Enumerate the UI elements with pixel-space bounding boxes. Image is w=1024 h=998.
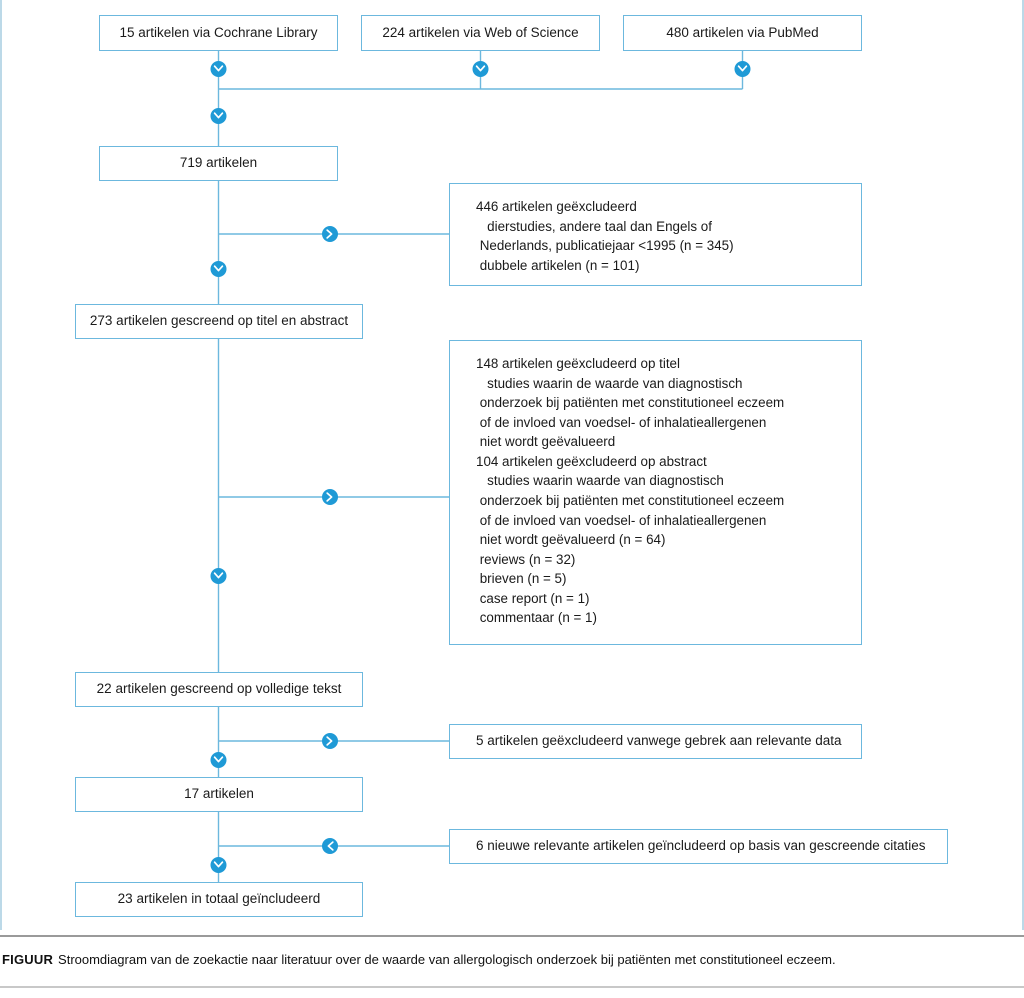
page-edge-rule-left [0, 0, 2, 930]
node-screened-title-abstract-label: 273 artikelen gescreend op titel en abst… [89, 313, 349, 329]
node-final-included: 23 artikelen in totaal geïncludeerd [75, 882, 363, 917]
marker-down-to-after [210, 752, 227, 768]
node-source-cochrane-label: 15 artikelen via Cochrane Library [119, 24, 318, 40]
node-exclusion-first-label: 446 artikelen geëxcludeerd dierstudies, … [476, 199, 734, 273]
marker-left-citations [322, 838, 338, 854]
caption-text: Stroomdiagram van de zoekactie naar lite… [58, 952, 836, 967]
marker-down-wos [472, 61, 489, 77]
node-source-pubmed: 480 artikelen via PubMed [623, 15, 862, 51]
node-screened-title-abstract: 273 artikelen gescreend op titel en abst… [75, 304, 363, 339]
node-total-articles: 719 artikelen [99, 146, 338, 181]
node-addition-citations-label: 6 nieuwe relevante artikelen geïncludeer… [476, 838, 926, 854]
marker-down-to-fulltext [210, 568, 227, 584]
node-after-fulltext-label: 17 artikelen [184, 786, 254, 802]
node-total-articles-label: 719 artikelen [179, 155, 258, 171]
marker-right-excl-2 [322, 489, 338, 505]
node-screened-fulltext: 22 artikelen gescreend op volledige teks… [75, 672, 363, 707]
node-exclusion-third-label: 5 artikelen geëxcludeerd vanwege gebrek … [476, 733, 842, 749]
figure-caption: FIGUUR Stroomdiagram van de zoekactie naa… [0, 952, 1024, 967]
node-screened-fulltext-label: 22 artikelen gescreend op volledige teks… [96, 681, 342, 697]
marker-down-cochrane [210, 61, 227, 77]
node-source-web-of-science: 224 artikelen via Web of Science [361, 15, 600, 51]
node-addition-citations: 6 nieuwe relevante artikelen geïncludeer… [449, 829, 948, 864]
page-edge-rule-right [1022, 0, 1024, 930]
node-after-fulltext: 17 artikelen [75, 777, 363, 812]
node-exclusion-second-label: 148 artikelen geëxcludeerd op titel stud… [476, 356, 785, 626]
marker-down-to-total [210, 108, 227, 124]
marker-right-excl-1 [322, 226, 338, 242]
caption-separator-bottom [0, 986, 1024, 988]
node-source-cochrane: 15 artikelen via Cochrane Library [99, 15, 338, 51]
node-source-pubmed-label: 480 artikelen via PubMed [666, 24, 819, 40]
marker-down-to-screened [210, 261, 227, 277]
node-exclusion-third: 5 artikelen geëxcludeerd vanwege gebrek … [449, 724, 862, 759]
node-exclusion-second: 148 artikelen geëxcludeerd op titel stud… [449, 340, 862, 645]
marker-down-to-final [210, 857, 227, 873]
caption-separator-top [0, 935, 1024, 937]
marker-down-pubmed [734, 61, 751, 77]
caption-label: FIGUUR [2, 952, 54, 967]
marker-right-excl-3 [322, 733, 338, 749]
node-final-included-label: 23 artikelen in totaal geïncludeerd [117, 891, 321, 907]
node-exclusion-first: 446 artikelen geëxcludeerd dierstudies, … [449, 183, 862, 286]
node-source-web-of-science-label: 224 artikelen via Web of Science [382, 24, 579, 40]
